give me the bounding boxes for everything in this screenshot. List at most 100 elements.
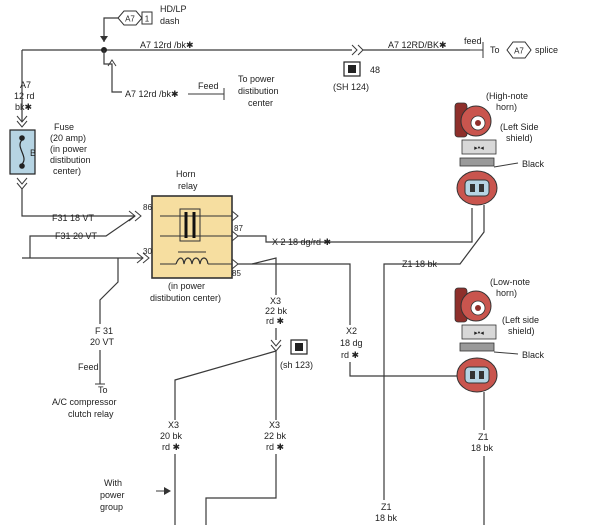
low-black-label: Black	[522, 350, 545, 360]
low-shield-label-2: shield)	[508, 326, 535, 336]
z1-ground-wire	[383, 215, 485, 525]
fuse-letter: B	[30, 148, 36, 158]
z1-right-label-1: Z1	[478, 432, 489, 442]
left-a7-label-2: 12 rd	[14, 91, 35, 101]
relay-title-2: relay	[178, 181, 198, 191]
high-shield-label-1: (Left Side	[500, 122, 539, 132]
connector-sh123-icon	[290, 339, 308, 355]
splice-ref-label: A7	[514, 47, 524, 56]
low-note-label-2: horn)	[496, 288, 517, 298]
x3-split-wire	[174, 350, 277, 420]
low-horn-connector-icon	[456, 342, 498, 393]
z1-right-label-2: 18 bk	[471, 443, 494, 453]
connector-48-icon	[343, 61, 361, 77]
x2-label-3: rd ✱	[341, 350, 359, 360]
power-group-label-1: With	[104, 478, 122, 488]
low-shield-label-1: (Left side	[502, 315, 539, 325]
fuse-label-2: (20 amp)	[50, 133, 86, 143]
ac-label-1: To	[98, 385, 108, 395]
dash-reference-symbol: A7 1	[117, 10, 153, 26]
splice-reference-symbol: A7	[506, 41, 532, 59]
a7-branch-wire	[103, 50, 122, 93]
power-group-label-3: group	[100, 502, 123, 512]
power-dist-label-1: To power	[238, 74, 275, 84]
left-a7-label-3: bk✱	[15, 102, 32, 112]
connector-48-sheet: (SH 124)	[333, 82, 369, 92]
branch-feed-label: Feed	[198, 81, 219, 91]
high-note-horn-icon: ▸•◂	[454, 102, 497, 155]
high-horn-connector-icon	[456, 157, 498, 206]
dash-label-line1: HD/LP	[160, 4, 187, 14]
fuse-bottom-chevron-icon	[16, 177, 28, 190]
x2-label-2: 18 dg	[340, 338, 363, 348]
fuse-label-1: Fuse	[54, 122, 74, 132]
x3b-bottom-wire	[205, 454, 277, 525]
x3-label-1: X3	[270, 296, 281, 306]
a7-branch-wire-label: A7 12rd /bk✱	[125, 89, 179, 99]
fuse-top-chevron-icon	[16, 115, 28, 128]
dash-ref-number: 1	[145, 15, 150, 24]
fuse-label-4: distibution	[50, 155, 91, 165]
low-note-horn-icon: ▸•◂	[454, 287, 497, 340]
relay-title-1: Horn	[176, 169, 196, 179]
connector-sh123-label: (sh 123)	[280, 360, 313, 370]
high-black-label: Black	[522, 159, 545, 169]
x3b-label-1: X3	[269, 420, 280, 430]
x3-label-2: 22 bk	[265, 306, 288, 316]
relay-pin-85: 85	[232, 269, 241, 278]
splice-label: splice	[535, 45, 558, 55]
arrow-down-icon	[100, 36, 108, 42]
x3-label-3: rd ✱	[266, 316, 284, 326]
fuse-icon: B	[9, 129, 36, 175]
a7-right-wire-label: A7 12RD/BK✱	[388, 40, 447, 50]
connector-48-label: 48	[370, 65, 380, 75]
f31-vertical-label-1: F 31	[95, 326, 113, 336]
horn-relay-box	[151, 195, 233, 279]
a7-main-wire-label: A7 12rd /bk✱	[140, 40, 194, 50]
ac-feed-label: Feed	[78, 362, 99, 372]
x3a-label-2: 20 bk	[160, 431, 183, 441]
x3a-label-1: X3	[168, 420, 179, 430]
x3b-label-3: rd ✱	[266, 442, 284, 452]
f31-vertical-wire	[99, 258, 119, 324]
high-note-label-2: horn)	[496, 102, 517, 112]
relay-pin-87: 87	[234, 224, 243, 233]
power-dist-label-3: center	[248, 98, 273, 108]
relay-pin-30: 30	[143, 247, 152, 256]
f31-20-wire	[29, 215, 136, 258]
relay-pin-86: 86	[143, 203, 152, 212]
x3b-label-2: 22 bk	[264, 431, 287, 441]
dash-ref-label: A7	[125, 15, 135, 24]
ac-label-2: A/C compressor	[52, 397, 117, 407]
arrow-right-icon	[164, 487, 171, 495]
dash-branch-wire	[103, 17, 118, 42]
svg-text:▸•◂: ▸•◂	[474, 145, 484, 152]
low-note-label-1: (Low-note	[490, 277, 530, 287]
left-a7-label-1: A7	[20, 80, 31, 90]
f31-18-wire	[21, 189, 135, 217]
to-label: To	[490, 45, 500, 55]
x2-wire-label: X 2 18 dg/rd ✱	[272, 237, 331, 247]
ac-label-3: clutch relay	[68, 409, 114, 419]
x2-high-horn-wire	[238, 208, 473, 243]
relay-sub-1: (in power	[168, 281, 205, 291]
high-note-label-1: (High-note	[486, 91, 528, 101]
relay-sub-2: distibution center)	[150, 293, 221, 303]
x3-top-wire	[238, 257, 277, 295]
f31-20-label: F31 20 VT	[55, 231, 98, 241]
power-group-label-2: power	[100, 490, 125, 500]
feed-label-top: feed	[464, 36, 482, 46]
z1-bottom-label-1: Z1	[381, 502, 392, 512]
z1-bottom-label-2: 18 bk	[375, 513, 398, 523]
dash-label-line2: dash	[160, 16, 180, 26]
f31-18-label: F31 18 VT	[52, 213, 95, 223]
power-dist-label-2: distibution	[238, 86, 279, 96]
fuse-label-3: (in power	[50, 144, 87, 154]
fuse-label-5: center)	[53, 166, 81, 176]
z1-wire-label: Z1 18 bk	[402, 259, 438, 269]
x2-label-1: X2	[346, 326, 357, 336]
x3a-label-3: rd ✱	[162, 442, 180, 452]
x2-low-horn-wire	[252, 263, 351, 325]
inline-connector-chevron-icon	[351, 44, 364, 56]
